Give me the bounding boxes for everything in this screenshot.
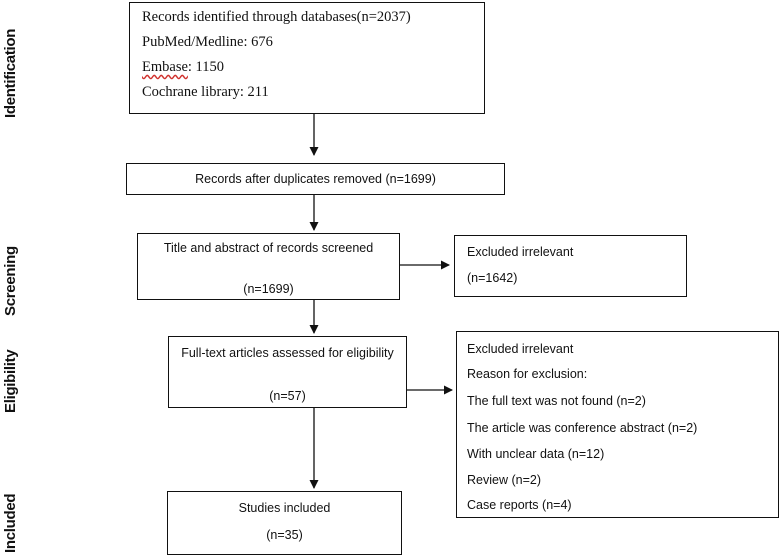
screened-label: Title and abstract of records screened [163,241,374,255]
exclusion-reason-item: With unclear data (n=12) [467,447,605,461]
fulltext-label: Full-text articles assessed for eligibil… [181,346,394,360]
included-label: Studies included [238,501,331,515]
duplicates-removed-label: Records after duplicates removed (n=1699… [195,172,436,186]
included-count: (n=35) [266,528,303,542]
embase-name: Embase [142,59,188,75]
fulltext-assessed-box: Full-text articles assessed for eligibil… [168,336,407,408]
cochrane-count: Cochrane library: 211 [142,84,269,100]
excluded-screening-box: Excluded irrelevant (n=1642) [454,235,687,297]
fulltext-count: (n=57) [269,389,306,403]
pubmed-count: PubMed/Medline: 676 [142,34,273,50]
excluded-screening-count: (n=1642) [467,271,518,285]
exclusion-reason-item: The full text was not found (n=2) [467,394,646,408]
duplicates-removed-box: Records after duplicates removed (n=1699… [126,163,505,195]
exclusion-reason-item: Case reports (n=4) [467,498,572,512]
excluded-screening-label: Excluded irrelevant [467,245,574,259]
exclusion-reason-item: Review (n=2) [467,473,541,487]
studies-included-box: Studies included (n=35) [167,491,402,555]
identified-records-box: Records identified through databases(n=2… [129,2,485,114]
embase-count-line: Embase: 1150 [142,59,224,76]
excluded-fulltext-box: Excluded irrelevant Reason for exclusion… [456,331,779,518]
embase-count: : 1150 [187,59,225,75]
excluded-fulltext-title: Excluded irrelevant [467,342,574,356]
identified-title: Records identified through databases(n=2… [142,9,411,25]
screened-records-box: Title and abstract of records screened (… [137,233,400,300]
exclusion-reason-header: Reason for exclusion: [467,367,588,381]
screened-count: (n=1699) [243,282,294,296]
exclusion-reason-item: The article was conference abstract (n=2… [467,421,698,435]
